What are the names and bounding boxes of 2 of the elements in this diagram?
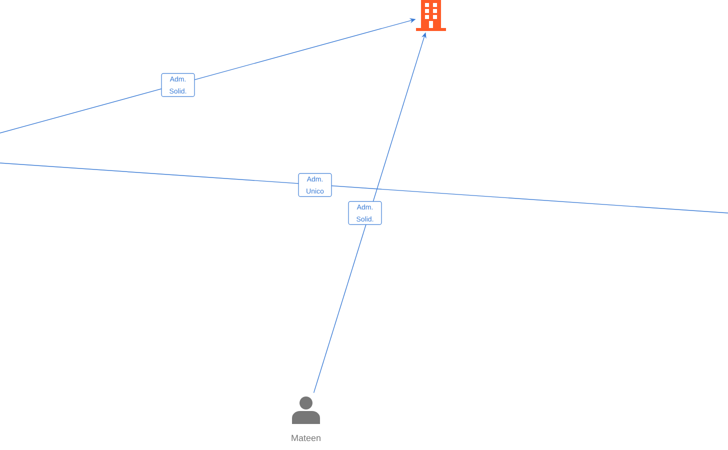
building-icon <box>416 0 446 31</box>
person-name: Mateen <box>292 434 320 442</box>
